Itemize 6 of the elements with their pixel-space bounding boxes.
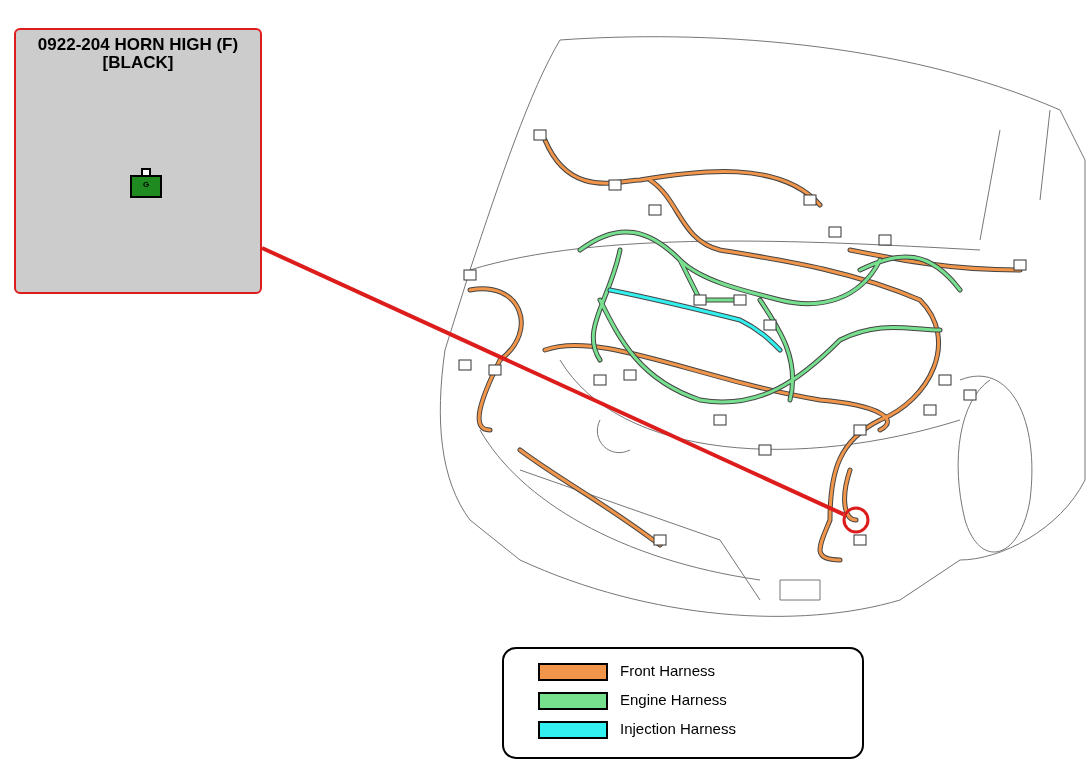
legend-label: Front Harness [620,662,716,679]
legend-label: Engine Harness [620,691,727,708]
connector-title: 0922-204 HORN HIGH (F) [BLACK] [36,36,240,72]
leader-line [261,246,845,517]
legend-label: Injection Harness [620,720,736,737]
callout-panel [14,28,262,294]
